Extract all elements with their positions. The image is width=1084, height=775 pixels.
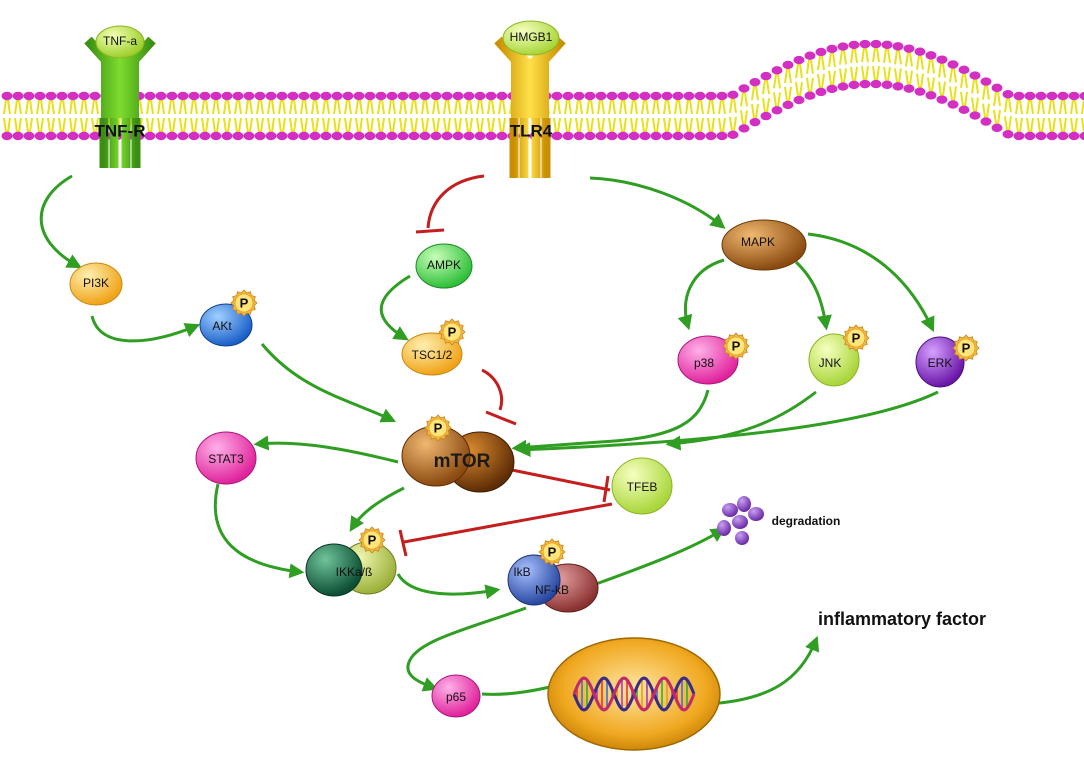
mtor-node: mTOR P — [401, 414, 515, 493]
p65-node: p65 — [431, 674, 481, 718]
p38-label: p38 — [694, 356, 714, 370]
phospho-badge: P — [842, 324, 870, 352]
arrow-mtor-ikk — [349, 486, 405, 532]
arrow-erk-mtor — [515, 390, 939, 458]
nfkb-label: NF-kB — [535, 583, 569, 597]
arrow-ikk-ikb — [396, 573, 501, 600]
phospho-badge: P — [438, 318, 466, 346]
akt-label: AKt — [212, 319, 232, 333]
arrow-mapk-erk — [807, 232, 935, 333]
ikb-nfkb-complex: IkB NF-kB P — [507, 538, 599, 613]
stat3-node: STAT3 — [195, 431, 257, 485]
tnf-a-label: TNF-a — [103, 34, 137, 48]
arrow-tlr4-mapk — [589, 176, 726, 229]
degraded-fragments-icon — [717, 496, 764, 545]
arrow-mtor-stat3 — [253, 435, 399, 464]
degradation-label: degradation — [772, 514, 841, 528]
nucleus — [547, 637, 721, 751]
inhibition-arrows — [398, 174, 613, 557]
svg-text:P: P — [434, 420, 443, 435]
arrow-p38-mtor — [511, 389, 710, 455]
tsc-label: TSC1/2 — [412, 348, 453, 362]
arrow-ikb-degradation — [595, 527, 726, 586]
svg-text:P: P — [548, 544, 557, 559]
phospho-badge: P — [952, 334, 980, 362]
tlr4-label: TLR4 — [510, 121, 553, 140]
dna-helix-icon — [572, 676, 696, 712]
svg-text:P: P — [448, 324, 457, 339]
hmgb1-label: HMGB1 — [510, 30, 553, 44]
degradation-node: degradation — [717, 496, 840, 545]
tnf-receptor: TNF-a TNF-R — [84, 25, 156, 168]
ikb-label: IkB — [513, 565, 530, 579]
arrow-mapk-p38 — [677, 258, 725, 331]
tlr4-receptor: HMGB1 TLR4 — [494, 20, 566, 178]
arrow-pi3k-akt — [90, 315, 201, 343]
inflammatory-factor-label: inflammatory factor — [818, 609, 986, 629]
svg-text:P: P — [962, 340, 971, 355]
svg-text:P: P — [240, 295, 249, 310]
svg-text:P: P — [852, 330, 861, 345]
tfeb-node: TFEB — [611, 457, 673, 515]
activation-arrows — [39, 174, 939, 706]
stat3-label: STAT3 — [208, 452, 244, 466]
pi3k-label: PI3K — [83, 276, 109, 290]
arrow-tnfr-pi3k — [39, 174, 82, 269]
svg-text:P: P — [368, 532, 377, 547]
arrow-akt-mtor — [260, 343, 397, 423]
p38-node: p38 P — [677, 332, 750, 385]
inhibit-mtor-tfeb-bar — [602, 475, 610, 503]
svg-text:P: P — [732, 338, 741, 353]
pi3k-node: PI3K — [69, 262, 123, 306]
phospho-badge: P — [358, 526, 386, 554]
arrow-nucleus-inflammatory — [707, 635, 820, 706]
inhibit-tsc-mtor-bar — [485, 410, 517, 426]
arrow-nfkb-p65 — [406, 606, 527, 692]
erk-label: ERK — [928, 356, 953, 370]
inhibit-tfeb-ikk — [403, 502, 613, 544]
arrow-stat3-ikk — [213, 483, 305, 579]
inhibit-mtor-tfeb — [511, 468, 611, 492]
akt-node: AKt P — [199, 289, 258, 347]
ikk-label: IKKa/ß — [336, 565, 373, 579]
inhibit-tlr4-ampk-bar — [415, 228, 445, 234]
phospho-badge: P — [424, 414, 452, 442]
arrow-jnk-mtor — [665, 390, 817, 451]
ikk-node: IKKa/ß P — [305, 526, 397, 597]
tnf-r-label: TNF-R — [95, 121, 146, 140]
jnk-label: JNK — [819, 356, 842, 370]
arrow-mapk-jnk — [794, 260, 832, 331]
cell-membrane — [1, 39, 1084, 141]
p65-label: p65 — [446, 690, 466, 704]
arrow-ampk-tsc — [379, 274, 411, 341]
mapk-node: MAPK — [721, 219, 807, 271]
ampk-label: AMPK — [427, 258, 461, 272]
mapk-label: MAPK — [741, 235, 775, 249]
inhibit-tlr4-ampk — [426, 174, 485, 229]
tsc-node: TSC1/2 P — [401, 318, 466, 376]
jnk-node: JNK P — [808, 324, 870, 387]
phospho-badge: P — [722, 332, 750, 360]
phospho-badge: P — [538, 538, 566, 566]
inhibit-tsc-mtor — [481, 368, 504, 411]
mtor-label: mTOR — [434, 451, 491, 472]
phospho-badge: P — [230, 289, 258, 317]
erk-node: ERK P — [915, 334, 980, 388]
inhibit-tfeb-ikk-bar — [398, 529, 408, 557]
tfeb-label: TFEB — [627, 480, 658, 494]
ampk-node: AMPK — [415, 243, 473, 289]
